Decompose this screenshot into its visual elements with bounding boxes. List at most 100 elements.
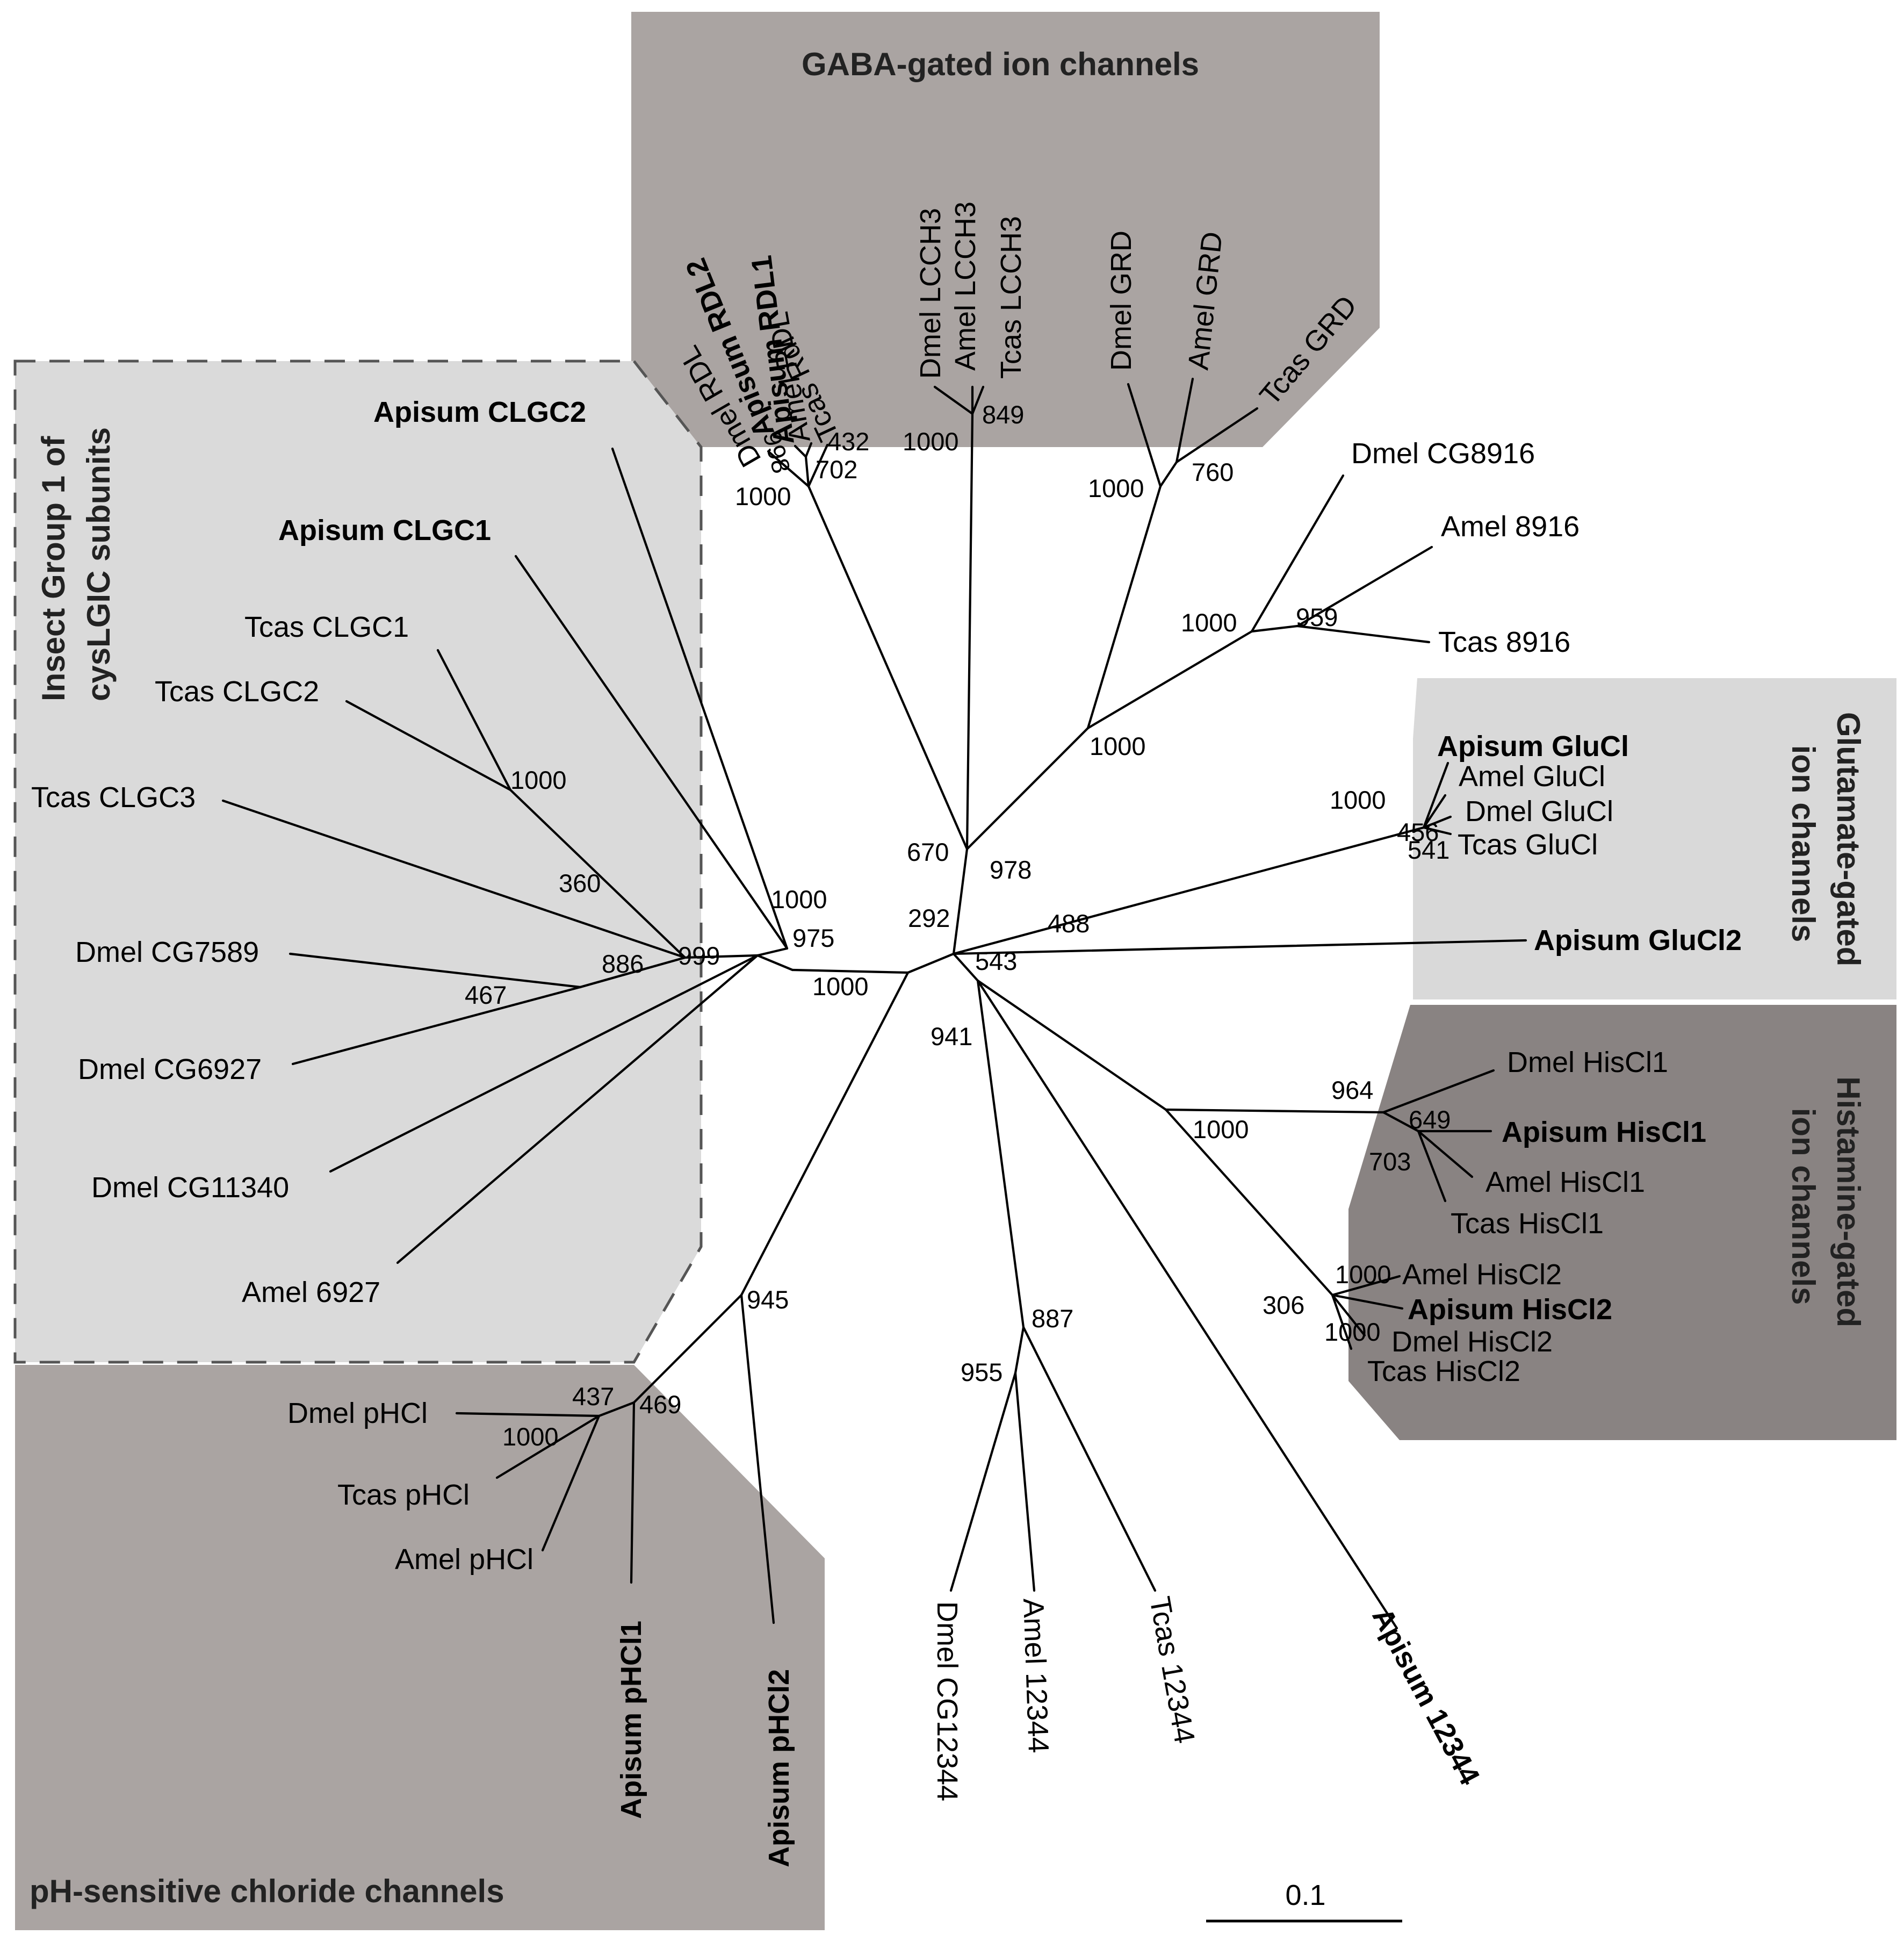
bootstrap-value: 886 [602,950,644,978]
leaf-label-tcas-clgc3: Tcas CLGC3 [31,781,196,814]
leaf-label-dmel-hiscl1: Dmel HisCl1 [1507,1046,1668,1078]
branch [1175,407,1259,464]
leaf-label-amel-6927: Amel 6927 [242,1276,380,1308]
branch [632,1293,743,1404]
branch [221,799,687,959]
leaf-label-apisum-12344: Apisum 12344 [1366,1602,1485,1790]
branch [807,485,969,851]
branch [597,1401,636,1418]
branch [952,952,979,982]
region-title-glutamate-line1: Glutamate-gated [1830,712,1866,966]
bootstrap-value: 1000 [1324,1318,1381,1346]
region-title-histamine-line2: ion channels [1785,1108,1821,1305]
bootstrap-value: 1000 [502,1422,559,1451]
leaf-label-amel-lcch3: Amel LCCH3 [949,202,982,371]
bootstrap-value: 437 [572,1382,614,1411]
branch [1296,545,1433,628]
bootstrap-value: 1000 [510,766,567,794]
leaf-label-apisum-phcl2: Apisum pHCl2 [763,1669,795,1867]
leaf-label-tcas-glucl: Tcas GluCl [1458,829,1598,861]
branch [1014,1371,1036,1592]
branch [804,455,810,488]
bootstrap-value: 1000 [771,885,827,914]
branch [976,979,1025,1329]
bootstrap-value: 945 [747,1285,789,1314]
leaf-label-tcas-clgc1: Tcas CLGC1 [244,611,409,643]
scale-bar: 0.1 [1206,1879,1402,1923]
leaf-label-apisum-hiscl2: Apisum HisCl2 [1408,1293,1612,1326]
branch [791,968,910,974]
branch [1014,1326,1025,1375]
region-title-glutamate-line2: ion channels [1785,745,1821,943]
leaf-label-amel-hiscl2: Amel HisCl2 [1402,1258,1562,1291]
bootstrap-value: 360 [559,869,601,897]
branch [1022,1326,1157,1592]
branch [933,385,974,415]
branch [1086,630,1253,730]
bootstrap-value: 978 [990,855,1032,884]
leaf-label-amel-12344: Amel 12344 [1017,1598,1055,1753]
region-insect-group1-background [13,359,703,1364]
bootstrap-value: 975 [792,924,834,952]
region-title-histamine: Histamine-gated ion channels [1785,1076,1866,1336]
leaf-label-apisum-glucl2: Apisum GluCl2 [1534,924,1742,956]
bootstrap-value: 1000 [735,482,791,510]
branch [630,1401,636,1584]
branch [1331,1293,1366,1337]
bootstrap-value: 703 [1369,1147,1411,1176]
branch [1422,815,1452,829]
branch [683,954,759,959]
leaf-label-tcas-8916: Tcas 8916 [1438,626,1570,658]
leaf-label-dmel-cg12344: Dmel CG12344 [931,1601,963,1801]
branch [756,954,794,972]
branch [611,447,789,950]
branch [455,1412,601,1418]
branch [1127,383,1162,488]
branch [965,727,1090,851]
leaf-label-tcas-phcl: Tcas pHCl [337,1479,470,1511]
branch [976,979,1167,1111]
branch [952,826,1425,955]
branch [345,700,512,792]
leaf-label-dmel-hiscl2: Dmel HisCl2 [1391,1326,1553,1358]
branch [952,939,1527,955]
bootstrap-value: 543 [975,947,1017,975]
branch [906,952,955,974]
leaf-label-tcas-clgc2: Tcas CLGC2 [155,675,319,708]
branch [1250,474,1345,633]
bootstrap-value: 1000 [812,972,869,1001]
branch [1164,1108,1385,1114]
branch [329,954,759,1173]
region-histamine-background [1348,1005,1896,1440]
branch [756,947,789,957]
leaf-label-amel-glucl: Amel GluCl [1459,760,1605,793]
branch [1382,1069,1495,1114]
bootstrap-value: 1000 [1330,786,1386,814]
branch [1331,1293,1404,1310]
bootstrap-value: 541 [1408,836,1449,864]
bootstrap-value: 488 [1048,909,1090,938]
branch [804,442,813,458]
region-title-insect: Insect Group 1 of cysLGIC subunits [35,427,117,701]
bootstrap-value: 1000 [1335,1260,1391,1289]
branch [965,412,974,851]
branch [509,788,687,959]
branch [541,1414,601,1552]
bootstrap-value: 999 [678,941,720,970]
leaf-label-apisum-glucl: Apisum GluCl [1437,730,1629,763]
region-title-glutamate: Glutamate-gated ion channels [1785,712,1866,975]
bootstrap-value: 1000 [1181,608,1237,637]
branch [495,1414,601,1479]
branch [1086,485,1162,730]
tree-branches [221,377,1527,1630]
branch [767,450,810,488]
branch [1417,1130,1474,1178]
branch [1331,1293,1353,1350]
leaf-label-tcas-12344: Tcas 12344 [1143,1594,1201,1746]
branch [436,649,512,792]
region-title-ph: pH-sensitive chloride channels [30,1873,504,1909]
leaf-label-dmel-lcch3: Dmel LCCH3 [914,208,947,379]
bootstrap-value: 760 [1192,458,1234,486]
leaf-label-dmel-glucl: Dmel GluCl [1465,795,1613,828]
branch [291,986,582,1066]
